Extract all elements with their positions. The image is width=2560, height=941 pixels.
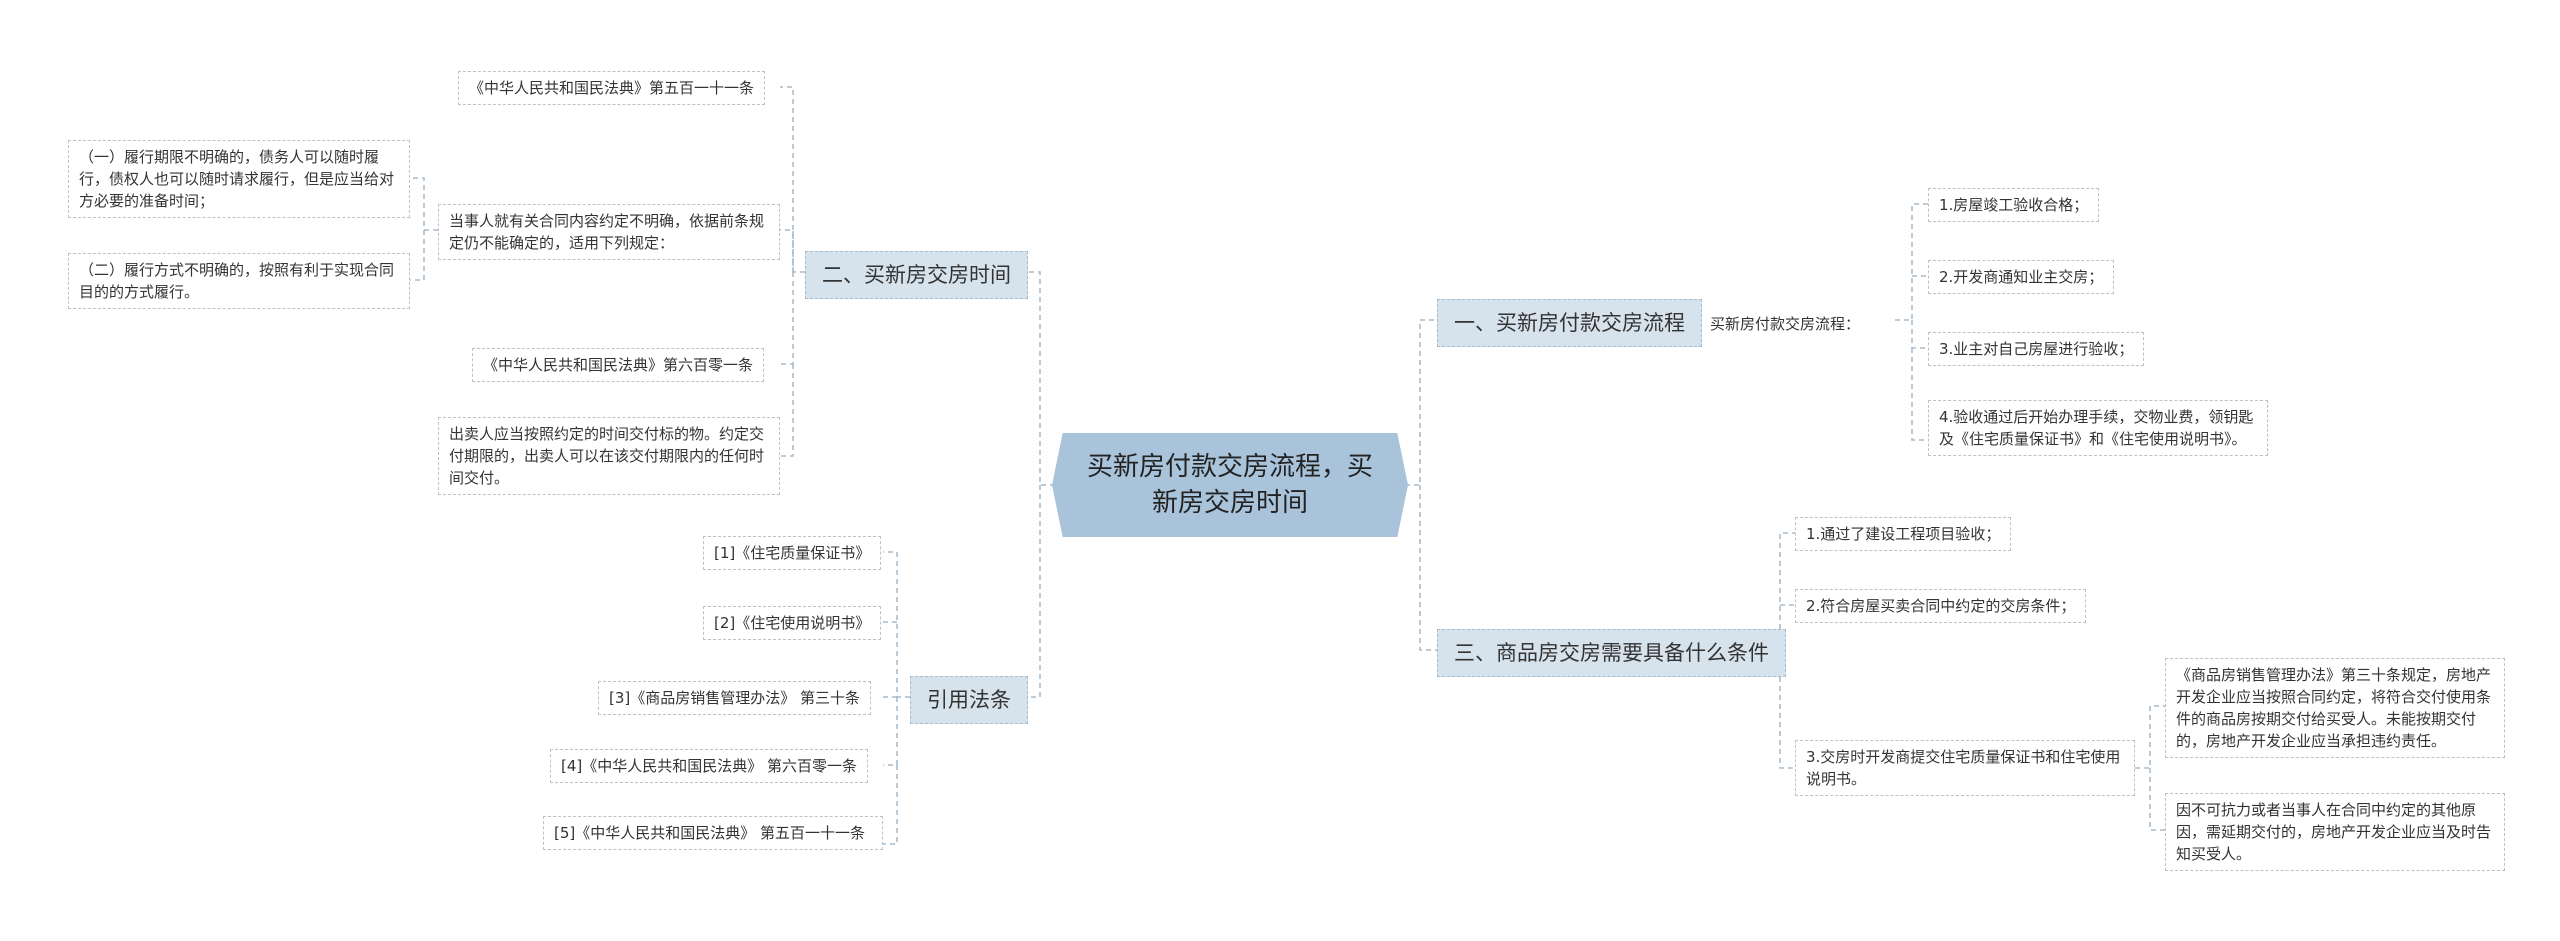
unclear-contract-clause[interactable]: 当事人就有关合同内容约定不明确，依据前条规定仍不能确定的，适用下列规定：	[438, 204, 780, 260]
payment-process-subtopic[interactable]: 买新房付款交房流程：	[1702, 309, 1868, 339]
edge-b3-n2	[2149, 768, 2165, 831]
branch-handover-time[interactable]: 二、买新房交房时间	[805, 251, 1028, 299]
condition-2-text: 2.符合房屋买卖合同中约定的交房条件；	[1806, 597, 2076, 615]
delivery-time-text[interactable]: 出卖人应当按照约定的时间交付标的物。约定交付期限的，出卖人可以在该交付期限内的任…	[438, 417, 780, 495]
payment-step-1[interactable]: 1.房屋竣工验收合格；	[1928, 188, 2100, 222]
condition-3[interactable]: 3.交房时开发商提交住宅质量保证书和住宅使用说明书。	[1795, 740, 2135, 796]
clause-sub-1[interactable]: （一）履行期限不明确的，债务人可以随时履行，债权人也可以随时请求履行，但是应当给…	[68, 140, 410, 218]
clause-sub-2-text: （二）履行方式不明确的，按照有利于实现合同目的的方式履行。	[79, 261, 395, 301]
edge-b2-clause	[780, 229, 794, 272]
payment-process-subtopic-label: 买新房付款交房流程：	[1710, 315, 1861, 333]
central-topic-label: 买新房付款交房流程，买新房交房时间	[1086, 452, 1373, 518]
condition-note-2-text: 因不可抗力或者当事人在合同中约定的其他原因，需延期交付的，房地产开发企业应当及时…	[2176, 801, 2492, 863]
edge-clause-sub2	[410, 230, 425, 281]
edge-b1-i1	[1895, 203, 1928, 321]
condition-note-1[interactable]: 《商品房销售管理办法》第三十条规定，房地产开发企业应当按照合同约定，将符合交付使…	[2165, 658, 2505, 758]
civil-code-art-601[interactable]: 《中华人民共和国民法典》第六百零一条	[472, 348, 765, 382]
citation-4[interactable]: [4]《中华人民共和国民法典》 第六百零一条	[550, 749, 869, 783]
edge-b3-n1	[2135, 705, 2165, 769]
edge-b4-i4	[883, 697, 898, 766]
unclear-contract-clause-text: 当事人就有关合同内容约定不明确，依据前条规定仍不能确定的，适用下列规定：	[449, 212, 765, 252]
condition-1-text: 1.通过了建设工程项目验收；	[1806, 525, 2001, 543]
central-topic[interactable]: 买新房付款交房流程，买新房交房时间	[1052, 433, 1408, 537]
delivery-time-text-content: 出卖人应当按照约定的时间交付标的物。约定交付期限的，出卖人可以在该交付期限内的任…	[449, 425, 765, 487]
payment-step-3-text: 3.业主对自己房屋进行验收；	[1939, 340, 2134, 358]
branch-payment-process[interactable]: 一、买新房付款交房流程	[1437, 299, 1702, 347]
civil-code-art-601-text: 《中华人民共和国民法典》第六百零一条	[483, 356, 754, 374]
branch-payment-process-label: 一、买新房付款交房流程	[1454, 311, 1685, 335]
citation-1[interactable]: [1]《住宅质量保证书》	[703, 536, 882, 570]
branch-handover-conditions-label: 三、商品房交房需要具备什么条件	[1454, 641, 1769, 665]
edge-b3-i3	[1779, 650, 1795, 769]
edge-center-b3	[1419, 485, 1437, 651]
edge-b2-law2text	[780, 364, 794, 457]
citation-3[interactable]: [3]《商品房销售管理办法》 第三十条	[598, 681, 872, 715]
citation-2-text: [2]《住宅使用说明书》	[714, 614, 871, 632]
branch-cited-laws[interactable]: 引用法条	[910, 676, 1028, 724]
edge-center-b1	[1405, 319, 1437, 486]
edge-clause-sub1	[410, 177, 438, 231]
condition-note-1-text: 《商品房销售管理办法》第三十条规定，房地产开发企业应当按照合同约定，将符合交付使…	[2176, 666, 2492, 750]
edge-b3-i1	[1765, 532, 1795, 651]
edge-center-b4	[1022, 485, 1041, 698]
branch-cited-laws-label: 引用法条	[927, 688, 1011, 712]
edge-b1-i4	[1911, 348, 1928, 441]
branch-handover-conditions[interactable]: 三、商品房交房需要具备什么条件	[1437, 629, 1786, 677]
payment-step-3[interactable]: 3.业主对自己房屋进行验收；	[1928, 332, 2145, 366]
citation-5-text: [5]《中华人民共和国民法典》 第五百一十一条	[554, 824, 866, 842]
citation-2[interactable]: [2]《住宅使用说明书》	[703, 606, 882, 640]
clause-sub-2[interactable]: （二）履行方式不明确的，按照有利于实现合同目的的方式履行。	[68, 253, 410, 309]
clause-sub-1-text: （一）履行期限不明确的，债务人可以随时履行，债权人也可以随时请求履行，但是应当给…	[79, 148, 395, 210]
citation-3-text: [3]《商品房销售管理办法》 第三十条	[609, 689, 861, 707]
payment-step-2[interactable]: 2.开发商通知业主交房；	[1928, 260, 2115, 294]
edge-b4-i5	[883, 765, 898, 845]
citation-5[interactable]: [5]《中华人民共和国民法典》 第五百一十一条	[543, 816, 883, 850]
condition-1[interactable]: 1.通过了建设工程项目验收；	[1795, 517, 2012, 551]
edge-b2-law2	[780, 272, 794, 365]
payment-step-4-text: 4.验收通过后开始办理手续，交物业费，领钥匙及《住宅质量保证书》和《住宅使用说明…	[1939, 408, 2254, 448]
edge-b1-i3	[1911, 320, 1928, 349]
condition-2[interactable]: 2.符合房屋买卖合同中约定的交房条件；	[1795, 589, 2087, 623]
civil-code-art-511-text: 《中华人民共和国民法典》第五百一十一条	[469, 79, 755, 97]
condition-3-text: 3.交房时开发商提交住宅质量保证书和住宅使用说明书。	[1806, 748, 2121, 788]
condition-note-2[interactable]: 因不可抗力或者当事人在合同中约定的其他原因，需延期交付的，房地产开发企业应当及时…	[2165, 793, 2505, 871]
citation-1-text: [1]《住宅质量保证书》	[714, 544, 871, 562]
branch-handover-time-label: 二、买新房交房时间	[822, 263, 1011, 287]
civil-code-art-511[interactable]: 《中华人民共和国民法典》第五百一十一条	[458, 71, 766, 105]
payment-step-4[interactable]: 4.验收通过后开始办理手续，交物业费，领钥匙及《住宅质量保证书》和《住宅使用说明…	[1928, 400, 2268, 456]
payment-step-2-text: 2.开发商通知业主交房；	[1939, 268, 2104, 286]
payment-step-1-text: 1.房屋竣工验收合格；	[1939, 196, 2089, 214]
edge-b4-i1	[883, 551, 910, 698]
citation-4-text: [4]《中华人民共和国民法典》 第六百零一条	[561, 757, 858, 775]
edge-center-b2	[1022, 271, 1055, 486]
